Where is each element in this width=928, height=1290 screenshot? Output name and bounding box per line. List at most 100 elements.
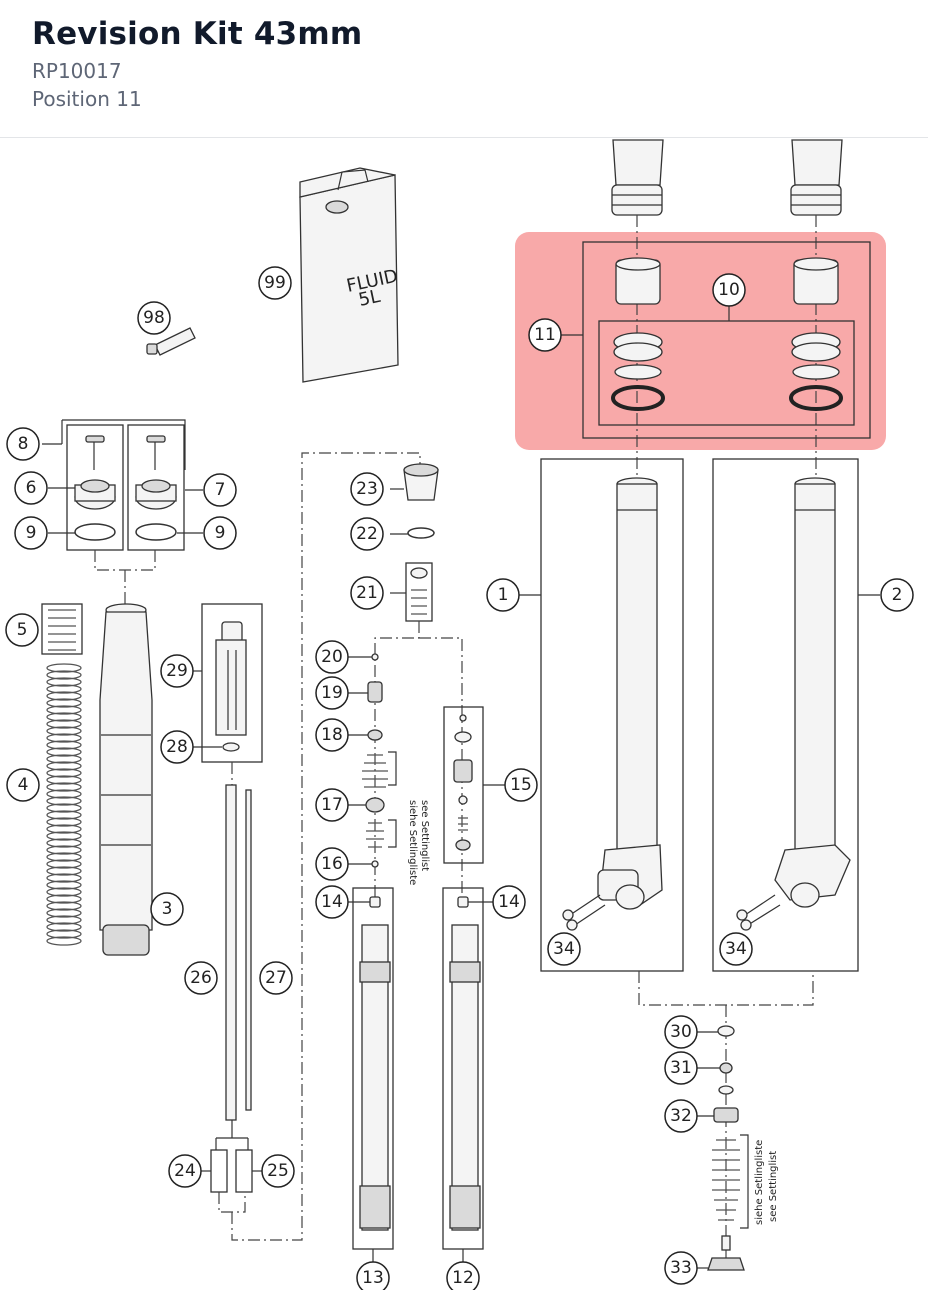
callout-14-right[interactable]: 14 (492, 885, 526, 919)
callout-5[interactable]: 5 (5, 613, 39, 647)
svg-text:19: 19 (321, 683, 343, 703)
spring-coil (46, 677, 82, 687)
callout-24[interactable]: 24 (168, 1154, 202, 1188)
check-valve-25 (235, 1149, 253, 1193)
spring-coil (46, 880, 82, 890)
fork-cap-left (611, 139, 664, 216)
svg-text:29: 29 (166, 661, 188, 681)
svg-text:25: 25 (267, 1161, 289, 1181)
svg-text:15: 15 (510, 775, 532, 795)
callout-10[interactable]: 10 (712, 273, 746, 307)
callout-2[interactable]: 2 (880, 578, 914, 612)
callout-29[interactable]: 29 (160, 654, 194, 688)
callout-32[interactable]: 32 (664, 1099, 698, 1133)
callout-9-left[interactable]: 9 (14, 516, 48, 550)
svg-text:7: 7 (215, 480, 226, 500)
svg-text:2: 2 (892, 585, 903, 605)
svg-text:18: 18 (321, 725, 343, 745)
settinglist-note-mid-2: see Settinglist (419, 800, 430, 871)
kit-11-box (582, 241, 871, 439)
svg-text:99: 99 (264, 273, 286, 293)
callout-28[interactable]: 28 (160, 730, 194, 764)
spring-coil (46, 852, 82, 862)
callout-6[interactable]: 6 (14, 471, 48, 505)
spacer-box (41, 603, 83, 655)
base-valve-stack (707, 1025, 745, 1271)
spring-coil (46, 684, 82, 694)
callout-8[interactable]: 8 (6, 427, 40, 461)
svg-text:23: 23 (356, 479, 378, 499)
callout-27[interactable]: 27 (259, 961, 293, 995)
settinglist-note-mid-1: siehe Setlingliste (407, 800, 418, 885)
callout-12[interactable]: 12 (446, 1261, 480, 1290)
svg-text:27: 27 (265, 968, 287, 988)
svg-text:8: 8 (18, 434, 29, 454)
callout-11[interactable]: 11 (528, 318, 562, 352)
callout-17[interactable]: 17 (315, 788, 349, 822)
callout-18[interactable]: 18 (315, 718, 349, 752)
callout-16[interactable]: 16 (315, 847, 349, 881)
bushing-set-right (789, 257, 843, 411)
callout-99[interactable]: 99 (258, 266, 292, 300)
spring-coil (46, 831, 82, 841)
spring-coil (46, 922, 82, 932)
spring-coil (46, 838, 82, 848)
spring-coil (46, 782, 82, 792)
callout-34-left[interactable]: 34 (547, 932, 581, 966)
callout-20[interactable]: 20 (315, 640, 349, 674)
callout-19[interactable]: 19 (315, 676, 349, 710)
svg-text:33: 33 (670, 1258, 692, 1278)
callout-1[interactable]: 1 (486, 578, 520, 612)
callout-22[interactable]: 22 (350, 517, 384, 551)
spring-coil (46, 817, 82, 827)
callout-7[interactable]: 7 (203, 473, 237, 507)
callout-13[interactable]: 13 (356, 1261, 390, 1290)
spacer (48, 609, 76, 651)
callout-4[interactable]: 4 (6, 768, 40, 802)
spring-coil (46, 796, 82, 806)
spring-coil (46, 761, 82, 771)
svg-text:24: 24 (174, 1161, 196, 1181)
callout-31[interactable]: 31 (664, 1051, 698, 1085)
cap-box-right (127, 424, 185, 551)
spring-coil (46, 810, 82, 820)
outer-tube-right (736, 477, 851, 931)
svg-text:16: 16 (321, 854, 343, 874)
callout-33[interactable]: 33 (664, 1251, 698, 1285)
svg-text:28: 28 (166, 737, 188, 757)
svg-text:31: 31 (670, 1058, 692, 1078)
spring-coil (46, 803, 82, 813)
svg-text:10: 10 (718, 280, 740, 300)
spring-coil (46, 824, 82, 834)
callout-9-right[interactable]: 9 (203, 516, 237, 550)
damper-rod (225, 784, 252, 1121)
callout-34-right[interactable]: 34 (719, 932, 753, 966)
callout-98[interactable]: 98 (137, 301, 171, 335)
callout-15[interactable]: 15 (504, 768, 538, 802)
grease-tube (146, 327, 196, 356)
callout-14-left[interactable]: 14 (315, 885, 349, 919)
callout-30[interactable]: 30 (664, 1015, 698, 1049)
svg-text:98: 98 (143, 308, 165, 328)
callout-23[interactable]: 23 (350, 472, 384, 506)
spring-coil (46, 866, 82, 876)
svg-text:1: 1 (498, 585, 509, 605)
callout-26[interactable]: 26 (184, 961, 218, 995)
callout-3[interactable]: 3 (150, 892, 184, 926)
outer-tube-left (562, 477, 663, 931)
svg-text:17: 17 (321, 795, 343, 815)
spring-coil (46, 901, 82, 911)
svg-text:21: 21 (356, 583, 378, 603)
svg-text:32: 32 (670, 1106, 692, 1126)
part-number: RP10017 (32, 59, 122, 83)
callout-21[interactable]: 21 (350, 576, 384, 610)
position-label: Position 11 (32, 87, 142, 111)
svg-text:14: 14 (321, 892, 343, 912)
spring-coil (46, 873, 82, 883)
rebound-valve-stack (453, 714, 473, 851)
can-label-volume: 5L (357, 286, 382, 311)
settinglist-note-bottom-2: see Settinglist (768, 1151, 779, 1222)
spring-coil (46, 908, 82, 918)
callout-25[interactable]: 25 (261, 1154, 295, 1188)
spring-coil (46, 726, 82, 736)
